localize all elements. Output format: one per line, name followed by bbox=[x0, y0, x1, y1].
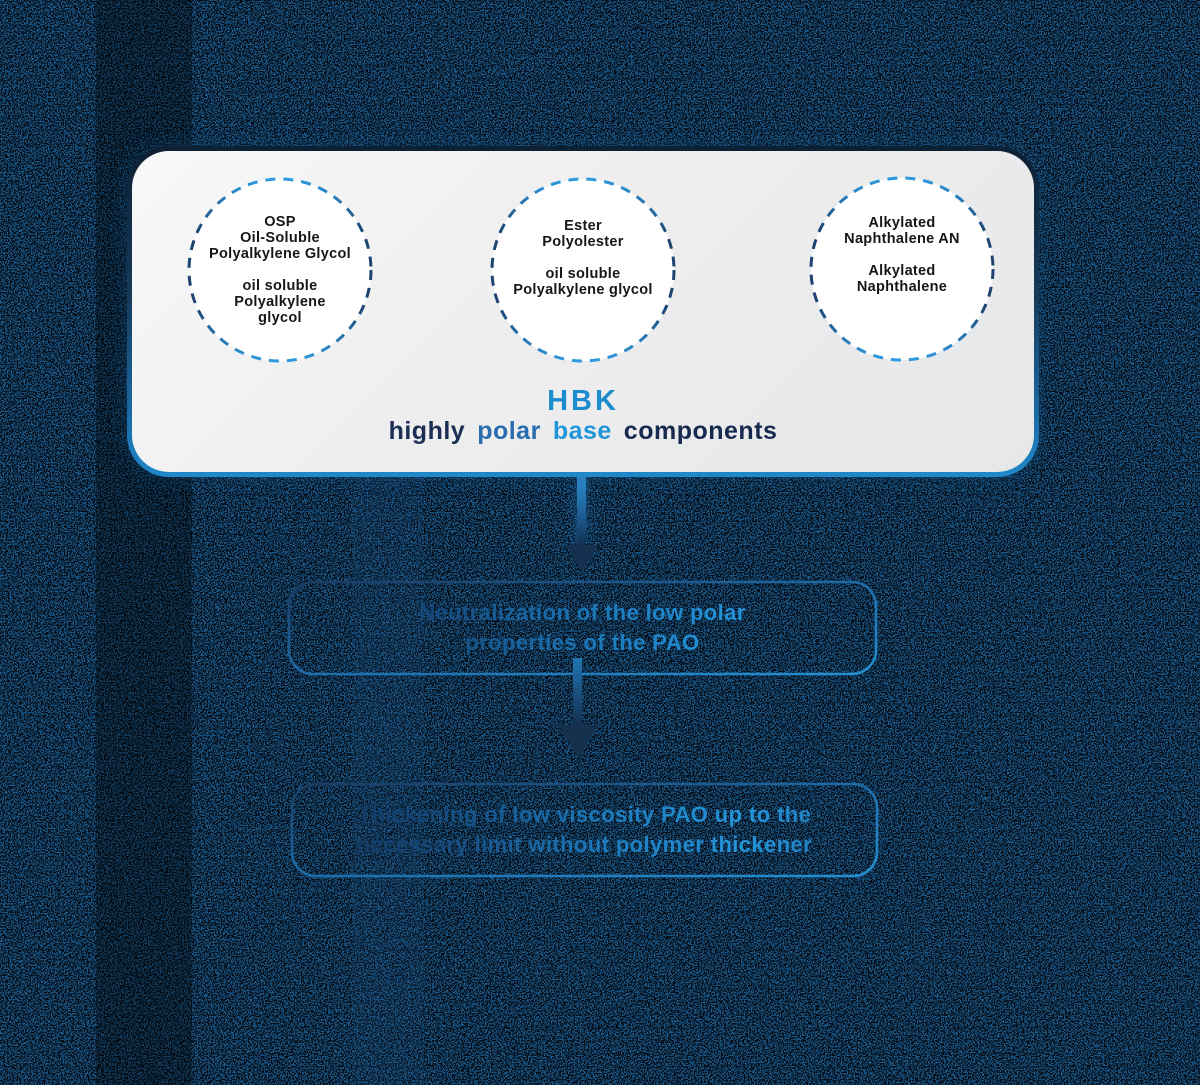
arrow-1-shaft bbox=[577, 477, 586, 545]
subtitle-word-components: components bbox=[623, 417, 778, 445]
flow-box-1-label: Neutralization of the low polar properti… bbox=[289, 582, 876, 674]
circle-an-label: Alkylated Naphthalene AN Alkylated Napht… bbox=[844, 215, 960, 295]
panel-title: HBK bbox=[547, 385, 619, 417]
flow-box-2-label: Thickening of low viscosity PAO up to th… bbox=[292, 784, 877, 876]
circle-ester-outline bbox=[490, 177, 676, 363]
component-circle-outlines bbox=[187, 176, 995, 363]
arrow-2-head-icon bbox=[558, 725, 598, 758]
flow-box-1-border bbox=[287, 580, 878, 676]
circle-an-outline bbox=[809, 176, 995, 362]
subtitle-word-polar: polar bbox=[477, 417, 541, 445]
panel-subtitle: highly polar base components bbox=[132, 417, 1034, 446]
circle-osp-label: OSP Oil-Soluble Polyalkylene Glycol oil … bbox=[209, 214, 351, 326]
hbk-panel-surface: OSP Oil-Soluble Polyalkylene Glycol oil … bbox=[132, 151, 1034, 472]
circle-ester-label: Ester Polyolester oil soluble Polyalkyle… bbox=[513, 218, 653, 298]
flow-box-2-border bbox=[290, 782, 879, 878]
subtitle-word-highly: highly bbox=[388, 417, 466, 445]
arrow-2-shaft bbox=[573, 658, 582, 725]
arrow-1-head-icon bbox=[566, 545, 598, 573]
subtitle-word-base: base bbox=[552, 417, 612, 445]
hbk-panel: OSP Oil-Soluble Polyalkylene Glycol oil … bbox=[127, 146, 1039, 477]
circle-osp-outline bbox=[187, 177, 373, 363]
